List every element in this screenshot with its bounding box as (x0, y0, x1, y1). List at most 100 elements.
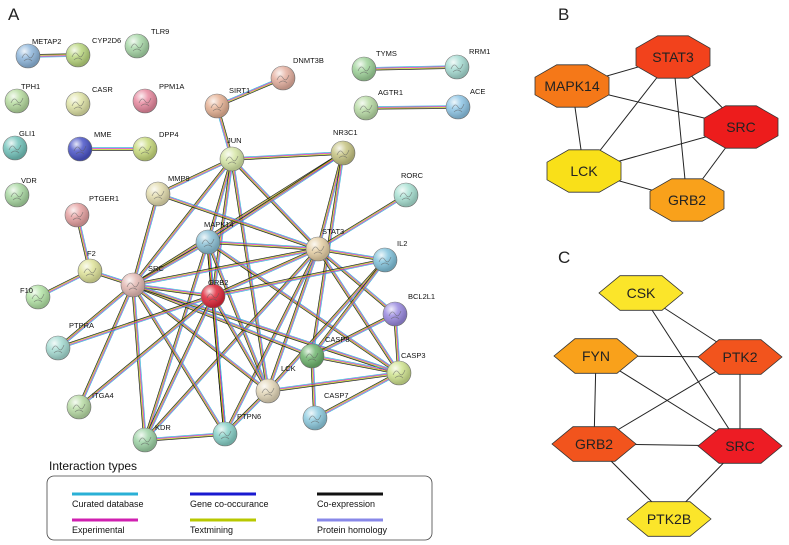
node-grb2[interactable]: GRB2 (200, 278, 228, 309)
node-casp8[interactable]: CASP8 (299, 335, 350, 369)
edge-mapk14-kdr (143, 241, 210, 441)
legend-label-textmining: Textmining (190, 525, 233, 535)
edge-jun-grb2 (211, 158, 234, 297)
hub-b-node-stat3[interactable]: STAT3 (635, 35, 711, 79)
hub-b-label-mapk14: MAPK14 (544, 78, 599, 94)
legend-label-co-expression: Co-expression (317, 499, 375, 509)
node-label-itga4: ITGA4 (92, 391, 114, 400)
legend-box (46, 475, 433, 541)
node-label-nr3c1: NR3C1 (333, 128, 358, 137)
node-agtr1[interactable]: AGTR1 (353, 88, 403, 121)
node-ppm1a[interactable]: PPM1A (132, 82, 184, 114)
hub-c-node-ptk2[interactable]: PTK2 (697, 339, 783, 375)
node-label-ppm1a: PPM1A (159, 82, 184, 91)
node-casp3[interactable]: CASP3 (386, 351, 426, 386)
hub-c-node-csk[interactable]: CSK (598, 275, 684, 311)
node-tph1[interactable]: TPH1 (4, 82, 40, 114)
node-label-rorc: RORC (401, 171, 424, 180)
edge-il2-casp8 (310, 258, 387, 358)
node-label-ptpra: PTPRA (69, 321, 94, 330)
edge-tyms-rrm1 (363, 65, 458, 71)
hub-b-node-lck[interactable]: LCK (546, 149, 622, 193)
legend-label-gene-co-occurance: Gene co-occurance (190, 499, 269, 509)
node-ace[interactable]: ACE (445, 87, 485, 120)
node-casr[interactable]: CASR (65, 85, 113, 117)
node-dnmt3b[interactable]: DNMT3B (270, 56, 324, 91)
node-label-tlr9: TLR9 (151, 27, 169, 36)
hub-c-label-csk: CSK (627, 285, 656, 301)
hub-b-label-stat3: STAT3 (652, 49, 694, 65)
node-f2[interactable]: F2 (77, 249, 103, 284)
edge-jun-lck (230, 158, 270, 392)
edge-src-casp3 (132, 283, 400, 375)
edge-casp3-casp7 (314, 371, 400, 420)
edge-src-itga4 (77, 284, 135, 408)
edge-stat3-src (132, 247, 319, 287)
hub-c-label-grb2: GRB2 (575, 436, 613, 452)
node-label-bcl2l1: BCL2L1 (408, 292, 435, 301)
legend-item-curated-database: Curated database (72, 492, 144, 509)
node-rrm1[interactable]: RRM1 (444, 47, 490, 80)
node-itga4[interactable]: ITGA4 (66, 391, 114, 420)
node-label-sirt1: SIRT1 (229, 86, 250, 95)
node-gli1[interactable]: GLI1 (2, 129, 35, 161)
node-ptpra[interactable]: PTPRA (45, 321, 94, 361)
panel-c-label: C (558, 248, 570, 267)
hub-b-label-src: SRC (726, 119, 756, 135)
node-label-src: SRC (148, 264, 164, 273)
node-label-metap2: METAP2 (32, 37, 61, 46)
edge-grb2-kdr (143, 295, 215, 441)
hub-c-node-grb2[interactable]: GRB2 (551, 426, 637, 462)
hub-c-label-src: SRC (725, 438, 755, 454)
legend-item-co-expression: Co-expression (317, 492, 383, 509)
node-mapk14[interactable]: MAPK14 (195, 220, 234, 255)
node-f10[interactable]: F10 (20, 284, 51, 310)
node-sirt1[interactable]: SIRT1 (204, 86, 250, 119)
node-mme[interactable]: MME (67, 130, 112, 162)
node-nr3c1[interactable]: NR3C1 (330, 128, 358, 166)
node-vdr[interactable]: VDR (4, 176, 37, 208)
node-tyms[interactable]: TYMS (351, 49, 397, 82)
edge-src-ptpra (56, 283, 135, 350)
edge-stat3-grb2 (212, 247, 319, 298)
edge-rorc-stat3 (317, 193, 407, 251)
node-rorc[interactable]: RORC (393, 171, 424, 208)
node-stat3[interactable]: STAT3 (305, 227, 344, 262)
node-ptpn6[interactable]: PTPN6 (212, 412, 261, 447)
node-label-agtr1: AGTR1 (378, 88, 403, 97)
hub-b-label-grb2: GRB2 (668, 192, 706, 208)
node-label-casp7: CASP7 (324, 391, 349, 400)
node-ptger1[interactable]: PTGER1 (64, 194, 119, 228)
node-il2[interactable]: IL2 (372, 239, 407, 273)
hub-b-node-grb2[interactable]: GRB2 (649, 178, 725, 222)
node-jun[interactable]: JUN (219, 136, 245, 172)
node-casp7[interactable]: CASP7 (302, 391, 349, 431)
node-src[interactable]: SRC (120, 264, 164, 298)
hub-c-node-fyn[interactable]: FYN (553, 338, 639, 374)
node-dpp4[interactable]: DPP4 (132, 130, 179, 162)
hub-b-node-src[interactable]: SRC (703, 105, 779, 149)
edge-jun-src (131, 157, 234, 287)
node-label-grb2: GRB2 (208, 278, 228, 287)
panel-a-label: A (8, 5, 20, 24)
node-tlr9[interactable]: TLR9 (124, 27, 169, 59)
hub-c-node-ptk2b[interactable]: PTK2B (626, 501, 712, 537)
node-label-lck: LCK (281, 364, 296, 373)
hub-c-label-fyn: FYN (582, 348, 610, 364)
edge-jun-mmp9 (157, 157, 233, 196)
node-label-tyms: TYMS (376, 49, 397, 58)
node-label-il2: IL2 (397, 239, 407, 248)
hub-c-node-src[interactable]: SRC (697, 428, 783, 464)
node-bcl2l1[interactable]: BCL2L1 (382, 292, 435, 327)
node-cyp2d6[interactable]: CYP2D6 (65, 36, 121, 68)
edge-mmp9-stat3 (157, 192, 319, 251)
hub-b-label-lck: LCK (570, 163, 598, 179)
node-metap2[interactable]: METAP2 (15, 37, 61, 69)
node-kdr[interactable]: KDR (132, 423, 171, 453)
node-lck[interactable]: LCK (255, 364, 296, 404)
node-label-ace: ACE (470, 87, 485, 96)
node-mmp9[interactable]: MMP9 (145, 174, 190, 207)
node-label-mapk14: MAPK14 (204, 220, 234, 229)
hub-b-node-mapk14[interactable]: MAPK14 (534, 64, 610, 108)
